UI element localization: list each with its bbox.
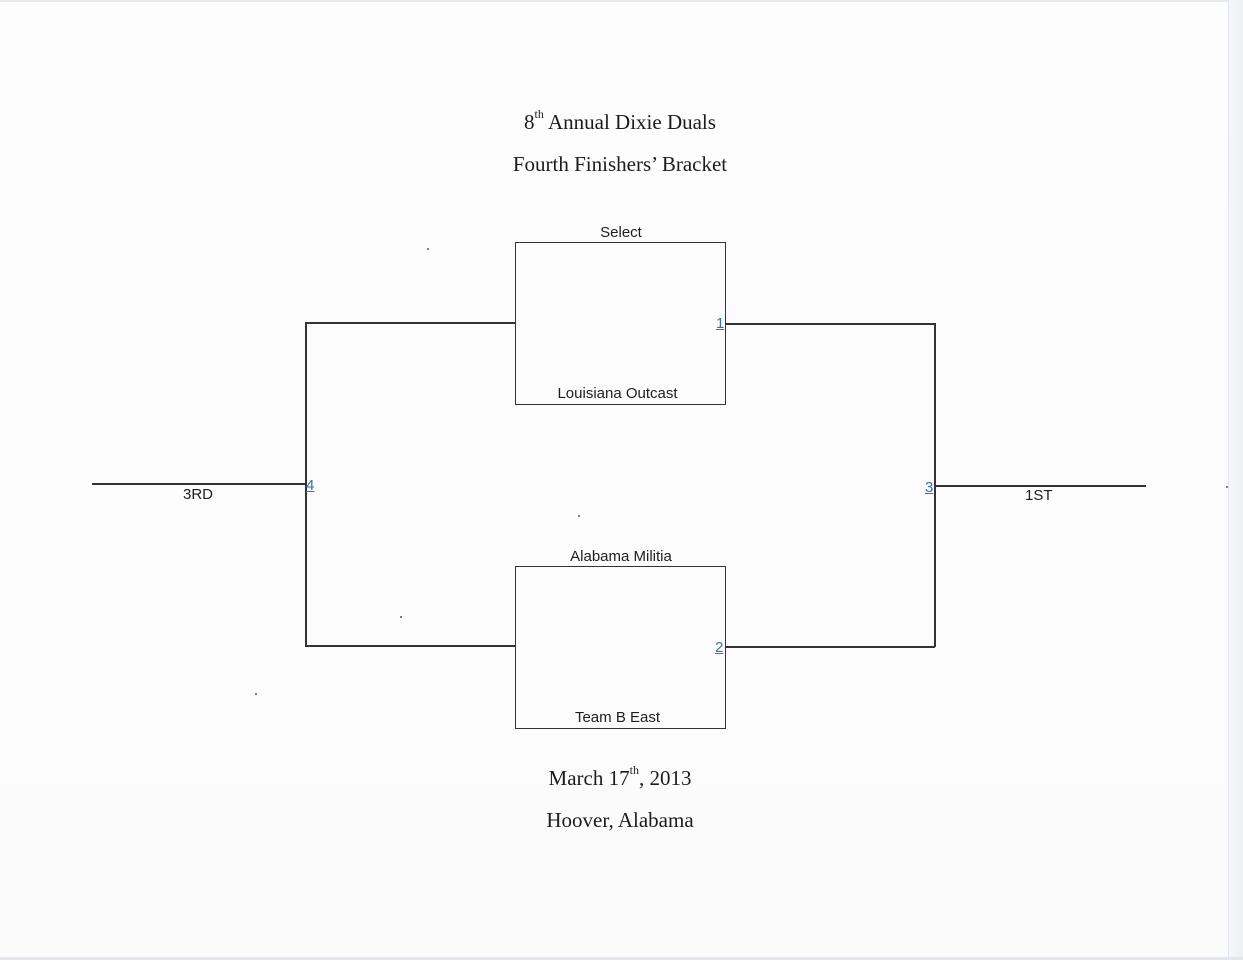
scan-edge-top: [0, 0, 1243, 2]
first-place-label: 1ST: [1025, 487, 1053, 504]
scan-speck: [427, 248, 429, 250]
bracket-subtitle: Fourth Finishers’ Bracket: [512, 152, 728, 176]
title-ordinal-suffix: th: [534, 107, 544, 121]
scan-edge-right: [1228, 0, 1243, 960]
left-top-connector: [305, 322, 516, 324]
team-b-east: Team B East: [574, 709, 661, 726]
top-match-box: [515, 242, 726, 405]
bottom-match-box: [515, 566, 726, 729]
title-text: Annual Dixie Duals: [547, 110, 716, 134]
match-4-link[interactable]: 4: [306, 477, 315, 494]
event-date: March 17th, 2013: [0, 763, 1240, 791]
date-prefix: March 17: [548, 766, 630, 790]
scan-speck: [1226, 486, 1228, 488]
date-year: , 2013: [638, 766, 692, 790]
event-location: Hoover, Alabama: [546, 808, 694, 832]
title-number: 8: [524, 110, 535, 134]
left-final-line: [92, 483, 306, 485]
scan-speck: [400, 616, 402, 618]
date-ordinal-suffix: th: [629, 763, 639, 777]
scan-edge-bottom: [0, 957, 1243, 960]
scan-speck: [255, 693, 257, 695]
team-alabama-militia: Alabama Militia: [570, 548, 672, 565]
right-final-line: [934, 485, 1146, 487]
team-select: Select: [600, 224, 642, 241]
match-2-link[interactable]: 2: [715, 639, 724, 656]
scan-speck: [578, 515, 580, 517]
third-place-label: 3RD: [183, 486, 214, 503]
match-3-link[interactable]: 3: [925, 479, 934, 496]
team-louisiana-outcast: Louisiana Outcast: [557, 385, 678, 402]
match-1-link[interactable]: 1: [716, 315, 725, 332]
event-title: 8th Annual Dixie Duals: [0, 107, 1240, 135]
right-bottom-connector: [726, 646, 935, 648]
left-bottom-connector: [305, 645, 516, 647]
right-top-connector: [726, 323, 935, 325]
